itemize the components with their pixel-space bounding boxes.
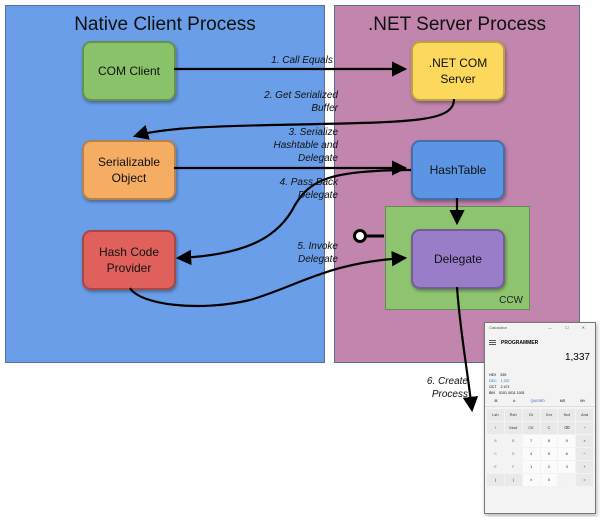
hash-code-provider-node: Hash Code Provider [82, 230, 176, 290]
calculator-key-11[interactable]: ÷ [576, 422, 593, 434]
step-4-label: 4. Pass Back Delegate [279, 177, 338, 201]
interface-lollipop-icon [353, 229, 384, 243]
calculator-key-18[interactable]: C [487, 448, 504, 460]
base-name: BIN [489, 391, 495, 395]
calculator-tab-3[interactable]: MS [559, 399, 566, 403]
arrow-create-process [455, 286, 479, 413]
calculator-key-17[interactable]: × [576, 435, 593, 447]
calculator-key-34[interactable]: . [558, 474, 576, 486]
arrow-invoke-delegate [129, 251, 408, 308]
calculator-tab-1[interactable]: ⊙ [512, 399, 516, 403]
calculator-key-16[interactable]: 9 [558, 435, 576, 447]
calculator-key-12[interactable]: A [487, 435, 504, 447]
calculator-key-24[interactable]: E [487, 461, 504, 473]
calculator-key-1[interactable]: Rsh [504, 409, 522, 421]
calculator-app-title: Calculator [489, 325, 508, 330]
calculator-key-26[interactable]: 1 [522, 461, 540, 473]
calculator-key-3[interactable]: Xor [540, 409, 558, 421]
serializable-object-node: Serializable Object [82, 140, 176, 200]
calculator-key-8[interactable]: CE [522, 422, 540, 434]
base-value: 2 471 [500, 385, 510, 389]
base-value: 0101 0011 1001 [499, 391, 525, 395]
calculator-key-7[interactable]: Mod [504, 422, 522, 434]
arrow-get-serialized-buffer [132, 98, 456, 140]
step-3-label: 3. Serialize Hashtable and Delegate [273, 127, 339, 164]
calculator-key-32[interactable]: ± [522, 474, 540, 486]
base-row-bin[interactable]: BIN 0101 0011 1001 [489, 390, 595, 396]
ccw-label: CCW [499, 295, 523, 306]
calculator-key-2[interactable]: Or [522, 409, 540, 421]
calculator-key-28[interactable]: 3 [558, 461, 576, 473]
calculator-key-25[interactable]: F [504, 461, 522, 473]
calculator-key-29[interactable]: + [576, 461, 593, 473]
step-5-label: 5. Invoke Delegate [297, 241, 338, 265]
calculator-key-21[interactable]: 5 [540, 448, 558, 460]
calculator-key-14[interactable]: 7 [522, 435, 540, 447]
calculator-titlebar: Calculator — ☐ ✕ [485, 323, 595, 338]
calculator-key-22[interactable]: 6 [558, 448, 576, 460]
calculator-key-35[interactable]: = [576, 474, 593, 486]
calculator-key-10[interactable]: ⌫ [558, 422, 576, 434]
calculator-key-15[interactable]: 8 [540, 435, 558, 447]
calculator-key-4[interactable]: Not [558, 409, 576, 421]
step-2-label: 2. Get Serialized Buffer [264, 90, 338, 114]
calculator-key-23[interactable]: − [576, 448, 593, 460]
calculator-mode-label: PROGRAMMER [501, 340, 539, 346]
calculator-key-6[interactable]: ↑ [487, 422, 504, 434]
calculator-display: 1,337 [564, 352, 590, 363]
calculator-tab-4[interactable]: M˅ [580, 399, 586, 403]
calculator-key-0[interactable]: Lsh [487, 409, 504, 421]
base-name: DEC [489, 379, 497, 383]
net-com-server-node: .NET COM Server [411, 41, 505, 101]
window-controls[interactable]: — ☐ ✕ [547, 325, 591, 330]
calculator-key-31[interactable]: ) [504, 474, 522, 486]
calculator-key-5[interactable]: And [576, 409, 593, 421]
com-client-node: COM Client [82, 41, 176, 101]
calculator-key-9[interactable]: C [540, 422, 558, 434]
step-1-label: 1. Call Equals [271, 55, 333, 66]
step-6-label: 6. Create Process [426, 376, 468, 400]
base-value: 1,337 [500, 379, 510, 383]
calculator-mode-bar: PROGRAMMER [485, 338, 595, 348]
base-name: OCT [489, 385, 497, 389]
calculator-key-20[interactable]: 4 [522, 448, 540, 460]
calculator-key-27[interactable]: 2 [540, 461, 558, 473]
base-value: 539 [500, 373, 507, 377]
calculator-tab-0[interactable]: ⊞ [494, 399, 498, 403]
calculator-tab-2[interactable]: QWORD [530, 399, 545, 403]
calculator-key-13[interactable]: B [504, 435, 522, 447]
base-name: HEX [489, 373, 497, 377]
native-client-process-title: Native Client Process [74, 14, 256, 35]
calculator-key-33[interactable]: 0 [540, 474, 558, 486]
arrow-pass-back-delegate [175, 168, 412, 266]
calculator-key-19[interactable]: D [504, 448, 522, 460]
hamburger-icon[interactable] [489, 339, 496, 347]
net-server-process-title: .NET Server Process [367, 14, 547, 35]
calculator-key-30[interactable]: ( [487, 474, 504, 486]
calculator-tabs: ⊞ ⊙ QWORD MS M˅ [485, 396, 595, 407]
